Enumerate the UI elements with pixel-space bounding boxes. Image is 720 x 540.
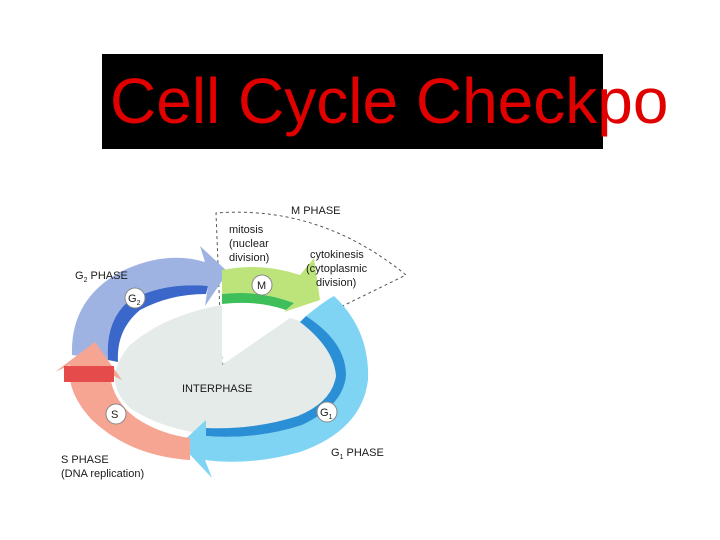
title-background (102, 54, 603, 149)
m-phase-label: M PHASE (291, 205, 341, 217)
m-inner-band (222, 293, 294, 310)
mitosis-label: mitosis (nuclear division) (229, 224, 272, 264)
g1-marker-label: G1 (320, 407, 333, 421)
m-marker-label: M (257, 280, 266, 292)
g1-marker (316, 401, 338, 423)
g2-marker (124, 287, 146, 309)
g2-phase-label: G2 PHASE (75, 270, 128, 284)
g2-arrow (71, 246, 228, 360)
interphase-area (115, 305, 347, 437)
interphase-label: INTERPHASE (182, 383, 252, 395)
cytokinesis-label: cytokinesis (cytoplasmic division) (306, 249, 370, 289)
s-marker-label: S (111, 409, 118, 421)
g1-arrow (180, 296, 369, 478)
slide-title: Cell Cycle Checkpo (110, 65, 669, 137)
s-phase-label: S PHASE (DNA replication) (61, 454, 144, 480)
m-marker (251, 274, 273, 296)
s-checkpoint-block (64, 366, 114, 382)
s-marker (105, 403, 127, 425)
g1-phase-label: G1 PHASE (331, 447, 384, 461)
g2-marker-label: G2 (128, 293, 141, 307)
